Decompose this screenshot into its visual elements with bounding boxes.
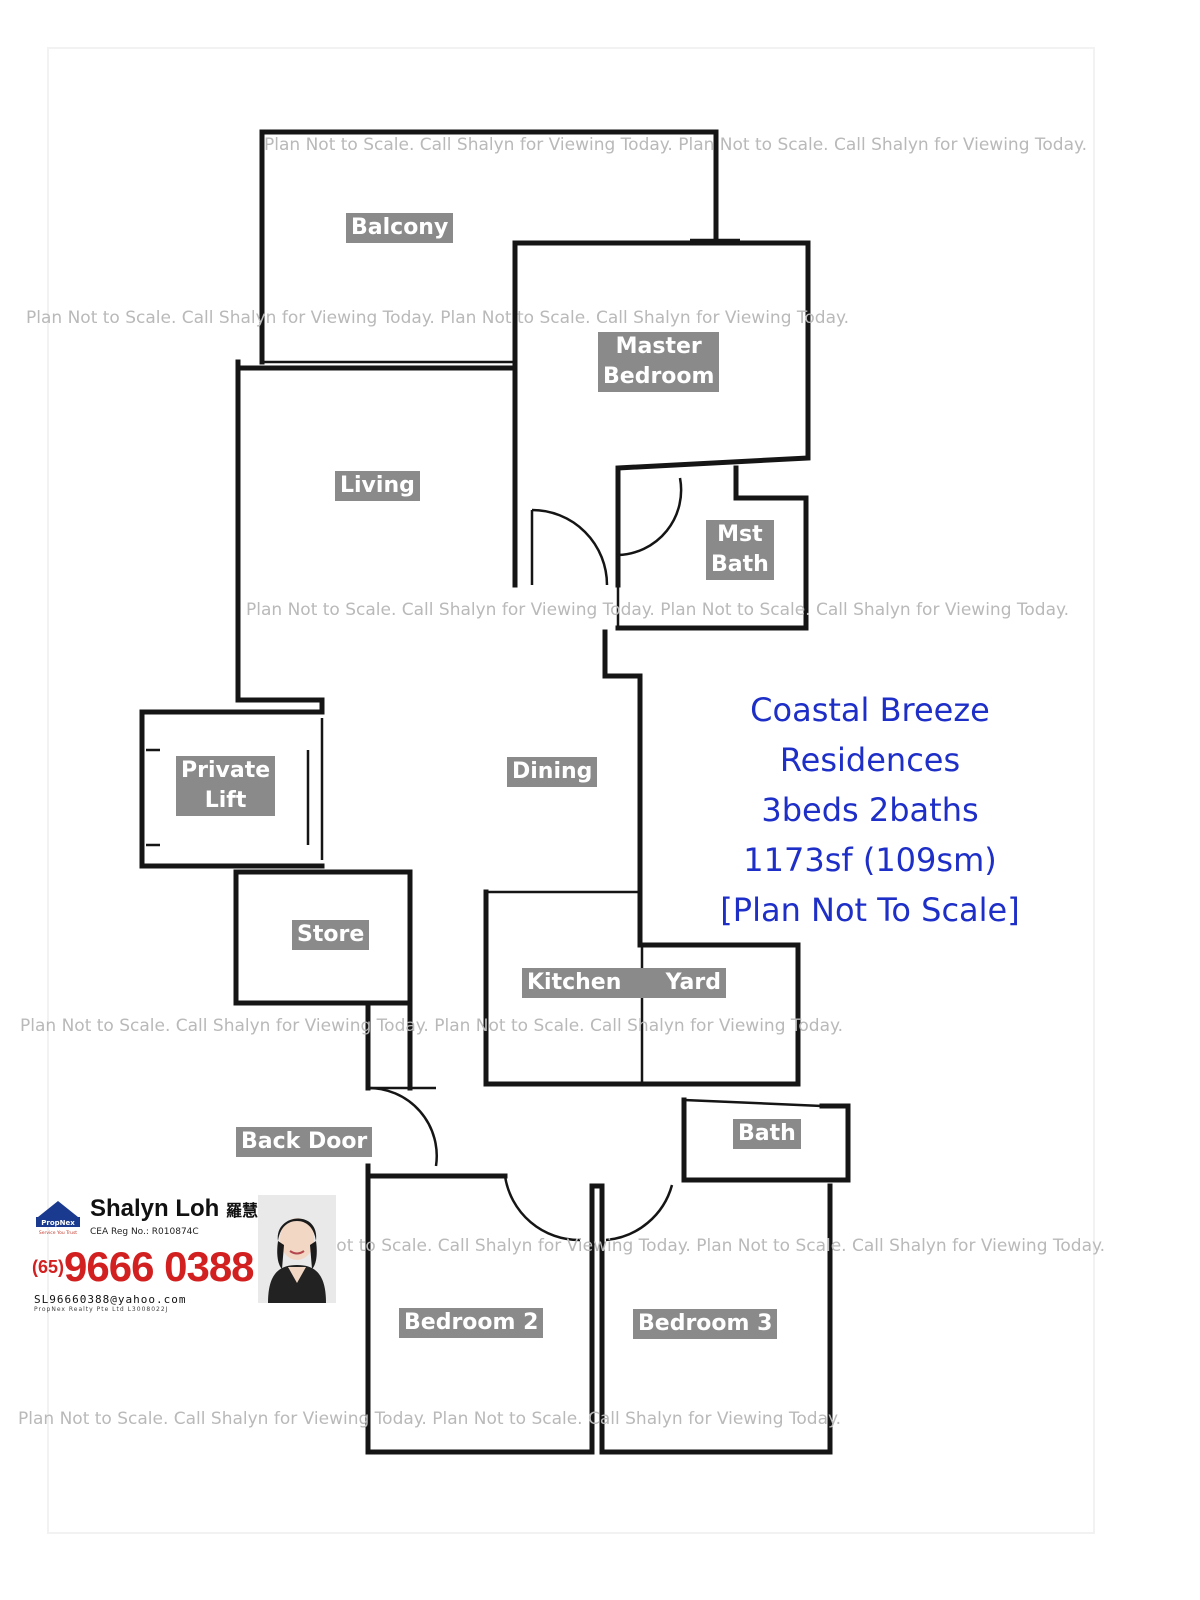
info-line-2: Residences (779, 741, 961, 779)
bedroom-2-walls (365, 1163, 595, 1455)
back-door-label: Back Door (236, 1127, 373, 1157)
agent-card: PropNex Service You Trust Shalyn Loh 羅慧蘭… (30, 1195, 345, 1313)
private-lift-label-line2: Lift (204, 788, 247, 813)
agent-phone: 9666 0388 (64, 1243, 255, 1290)
info-line-5: [Plan Not To Scale] (720, 891, 1020, 929)
mst-bath-label-line2: Bath (711, 552, 769, 577)
private-lift-walls (139, 709, 325, 869)
agent-name-en: Shalyn Loh (90, 1195, 220, 1222)
living-label: Living (335, 471, 420, 501)
bath-walls (681, 1097, 851, 1183)
bedroom-2-label: Bedroom 2 (399, 1308, 544, 1338)
agent-photo (258, 1195, 336, 1303)
mst-bath-label: Mst Bath (706, 520, 774, 580)
balcony-label: Balcony (346, 213, 454, 243)
master-bedroom-label: Master Bedroom (598, 332, 720, 392)
dining-label: Dining (507, 757, 598, 787)
mst-bath-label-line1: Mst (717, 522, 763, 547)
info-line-4: 1173sf (109sm) (743, 841, 997, 879)
agent-name: Shalyn Loh 羅慧蘭 (90, 1195, 274, 1223)
agent-email: SL96660388@yahoo.com (34, 1293, 187, 1306)
master-bedroom-label-line1: Master (615, 334, 702, 359)
bedroom-3-walls (599, 1183, 833, 1455)
living-west-wall (235, 359, 325, 715)
agent-company: PropNex Realty Pte Ltd L3008022J (34, 1306, 169, 1313)
info-line-1: Coastal Breeze (750, 691, 990, 729)
mst-bath-door-swing (617, 477, 683, 557)
private-lift-label-line1: Private (181, 758, 271, 783)
private-lift-label: Private Lift (176, 756, 276, 816)
propnex-logo-tagline: Service You Trust (39, 1230, 77, 1236)
master-door-swing (531, 508, 609, 586)
agent-cea: CEA Reg No.: R010874C (90, 1227, 199, 1237)
mst-bath-walls (615, 465, 809, 631)
kitchen-label: Kitchen (527, 970, 622, 995)
propnex-logo-text: PropNex (41, 1219, 75, 1227)
bedroom-3-door-swing (605, 1184, 674, 1242)
bedroom-3-label: Bedroom 3 (633, 1309, 778, 1339)
propnex-logo: PropNex Service You Trust (36, 1201, 80, 1236)
store-label: Store (292, 920, 370, 950)
balcony-walls (259, 129, 719, 365)
agent-phone-prefix: (65) (32, 1257, 65, 1277)
info-line-3: 3beds 2baths (761, 791, 979, 829)
dining-east-wall (602, 629, 801, 1071)
kitchen-yard-label: Kitchen Yard (522, 968, 726, 998)
bath-label: Bath (733, 1119, 801, 1149)
yard-label: Yard (665, 970, 721, 995)
master-bedroom-walls (512, 240, 811, 588)
property-info: Coastal Breeze Residences 3beds 2baths 1… (660, 685, 1080, 935)
bedroom-2-door-swing (503, 1175, 581, 1242)
back-door-swing (367, 1086, 438, 1167)
master-bedroom-label-line2: Bedroom (603, 364, 715, 389)
